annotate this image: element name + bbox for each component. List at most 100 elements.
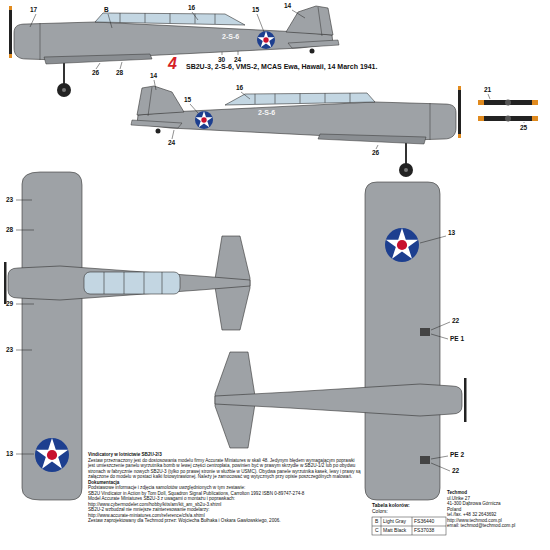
leader-lines-part <box>16 304 34 305</box>
table-cell: B <box>375 519 378 525</box>
propeller-blades-part <box>532 116 538 121</box>
leader-lines-part <box>222 52 223 55</box>
callout-number: 25 <box>520 124 527 131</box>
side-profile <box>9 6 339 97</box>
callout-number: B <box>104 6 109 13</box>
leader-lines-part <box>120 62 122 69</box>
address-text: Poland <box>447 507 547 513</box>
table-heading: Tabela kolorów: <box>372 503 410 509</box>
callout-number: PE 1 <box>450 335 464 342</box>
notes-block: Vindicatory w lotnictwie SB2U-2/3Zestaw … <box>88 452 362 524</box>
leader-lines-part <box>192 12 198 20</box>
top-view-part <box>22 172 82 500</box>
note-text: Podstawowe informacje i zdjęcia samolotó… <box>88 485 362 491</box>
leader-lines-part <box>238 51 239 55</box>
callout-number: 22 <box>452 467 459 474</box>
note-text: Model Accurate Miniatures SB2U-3 z uwaga… <box>88 496 362 502</box>
propeller-blades-part <box>478 100 484 105</box>
bottom-view-part <box>365 182 440 500</box>
callout-number: 17 <box>30 6 37 13</box>
side-profile-part <box>9 6 339 97</box>
callout-number: 23 <box>6 346 13 353</box>
propeller-blades-part <box>505 116 511 122</box>
table-cell: Matt Black <box>383 528 406 534</box>
callout-number: 22 <box>452 317 459 324</box>
callout-number: 24 <box>168 139 175 146</box>
leader-lines-part <box>241 92 250 99</box>
leader-lines-part <box>257 14 264 32</box>
note-text: SB2U-2 wzbudzał nie mniejsze zainteresow… <box>88 507 362 513</box>
address-text: tel./fax. +48 32 2643692 <box>447 512 547 518</box>
note-text: http://www.cybermodeler.com/hobby/kits/a… <box>88 502 362 508</box>
top-view-part <box>4 262 7 304</box>
aircraft-code: 2-S-6 <box>222 33 239 41</box>
note-text: Vindicatory w lotnictwie SB2U-2/3 <box>88 452 362 458</box>
note-text: Zestaw przeznaczony jest do dostosowania… <box>88 458 362 480</box>
propeller-blades <box>478 100 538 122</box>
callout-number: 21 <box>484 86 491 93</box>
top-view-part <box>8 266 250 300</box>
leader-lines-part <box>16 454 34 455</box>
propeller-blades-part <box>478 100 538 105</box>
callout-number: 24 <box>234 56 241 63</box>
leader-lines-part <box>16 350 32 351</box>
table-cell: C <box>375 528 379 534</box>
callout-number: 28 <box>6 226 13 233</box>
table-cell: FS36440 <box>414 519 434 525</box>
side-profile-mirrored-part <box>195 111 213 129</box>
callout-number: 15 <box>252 6 259 13</box>
leader-lines-part <box>292 10 305 18</box>
leader-lines-part <box>16 230 34 231</box>
callout-number: 14 <box>150 72 157 79</box>
leader-lines-part <box>524 122 525 123</box>
profile-number: 4 <box>168 55 177 73</box>
leader-lines <box>16 10 524 471</box>
leader-lines-part <box>488 94 490 99</box>
leader-lines-part <box>420 236 446 243</box>
bottom-view-part <box>385 228 419 262</box>
leader-lines-part <box>431 456 448 459</box>
callout-number: 28 <box>116 69 123 76</box>
color-table-part <box>372 517 446 535</box>
top-view <box>4 172 250 500</box>
callout-number: 16 <box>236 84 243 91</box>
leader-lines-part <box>154 80 156 90</box>
address-text: email: techmod@techmod.com.pl <box>447 523 547 529</box>
callout-number: 13 <box>448 229 455 236</box>
table-cell: Light Gray <box>383 519 406 525</box>
address-text: 41-300 Dąbrowa Górnicza <box>447 501 547 507</box>
leader-lines-part <box>376 145 378 149</box>
note-text: SB2U Vindicator in Action by Tom Doll, S… <box>88 491 362 497</box>
callout-number: 15 <box>184 96 191 103</box>
callout-number: PE 2 <box>450 451 464 458</box>
note-text: http://www.accurate-miniatures.com/refer… <box>88 513 362 519</box>
leader-lines-part <box>431 322 450 330</box>
callout-number: 30 <box>218 56 225 63</box>
top-view-part <box>35 438 69 472</box>
color-table-part <box>372 517 446 535</box>
bottom-view-part <box>420 456 430 464</box>
leader-lines-part <box>172 130 174 139</box>
callout-number: 16 <box>188 4 195 11</box>
propeller-blades-part <box>505 100 511 106</box>
sheet-title: SB2U-3, 2-S-6, VMS-2, MCAS Ewa, Hawaii, … <box>186 63 377 70</box>
propeller-blades-part <box>478 116 538 121</box>
bottom-view-part <box>464 378 467 422</box>
side-profile-mirrored <box>131 86 461 177</box>
leader-lines-part <box>431 463 450 471</box>
callout-number: 29 <box>6 300 13 307</box>
leader-lines-part <box>190 104 198 113</box>
aircraft-code: 2-S-6 <box>258 109 275 117</box>
callout-number: 13 <box>6 450 13 457</box>
address-text: http://www.techmod.com.pl <box>447 518 547 524</box>
color-table <box>372 517 446 535</box>
leader-lines-part <box>16 200 32 201</box>
top-view-part <box>104 272 162 294</box>
note-text: Zestaw zaprojektowany dla Techmod przez:… <box>88 518 362 524</box>
address-block: Techmodul.Ulrike 2741-300 Dąbrowa Górnic… <box>447 490 547 529</box>
side-profile-part <box>257 31 275 49</box>
leader-lines-part <box>96 63 100 69</box>
note-text: Dokumentacja <box>88 480 362 486</box>
table-cell: FS37038 <box>414 528 434 534</box>
